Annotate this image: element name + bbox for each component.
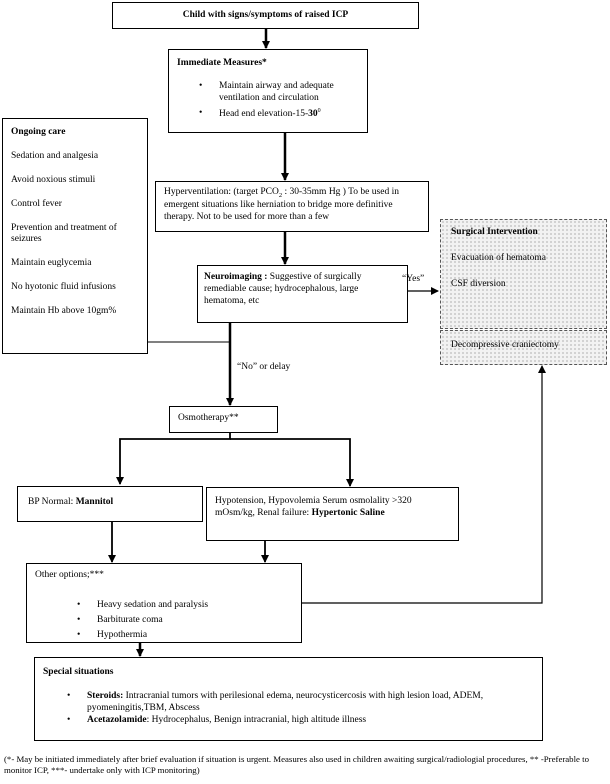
footnote: (*- May be initiated immediately after b… xyxy=(4,754,589,775)
osmotherapy-split xyxy=(116,433,231,485)
ongoing-item: Maintain Hb above 10gm% xyxy=(11,306,117,316)
arrow-other-to-decompressive xyxy=(302,365,546,604)
immediate-heading: Immediate Measures* xyxy=(177,58,267,68)
other-option-item: Hypothermia xyxy=(75,630,295,642)
yes-label: “Yes” xyxy=(402,274,425,284)
special-item-acetazolamide: Acetazolamide: Hydrocephalus, Benign int… xyxy=(65,715,534,727)
ongoing-item: No hyotonic fluid infusions xyxy=(11,282,116,293)
surgical-intervention-box: Surgical Intervention Evacuation of hema… xyxy=(440,219,607,329)
ongoing-item: Maintain euglycemia xyxy=(11,258,92,269)
ongoing-item: Sedation and analgesia xyxy=(11,150,99,161)
osmotherapy-box: Osmotherapy** xyxy=(169,406,278,433)
immediate-item-airway: Maintain airway and adequate ventilation… xyxy=(197,81,361,105)
neuroimaging-box: Neuroimaging : Suggestive of surgically … xyxy=(197,265,408,323)
other-option-item: Heavy sedation and paralysis xyxy=(75,600,295,612)
surgical-heading: Surgical Intervention xyxy=(451,227,538,237)
surgical-item: Evacuation of hematoma xyxy=(451,252,546,263)
hypotension-box: Hypotension, Hypovolemia Serum osmolalit… xyxy=(206,487,459,541)
other-options-box: Other options;*** Heavy sedation and par… xyxy=(26,563,302,643)
ongoing-item: Control fever xyxy=(11,198,62,209)
title-box: Child with signs/symptoms of raised ICP xyxy=(112,2,419,29)
special-situations-box: Special situations Steroids: Intracrania… xyxy=(34,657,543,741)
special-heading: Special situations xyxy=(43,667,114,677)
ongoing-item: Prevention and treatment of seizures xyxy=(11,222,117,245)
bp-normal-box: BP Normal: Mannitol xyxy=(17,486,203,522)
immediate-item-head-elevation: Head end elevation-15-300 xyxy=(197,108,361,121)
surgical-item: CSF diversion xyxy=(451,278,506,289)
decompressive-craniectomy-box: Decompressive craniectomy xyxy=(440,330,607,365)
decompressive-label: Decompressive craniectomy xyxy=(451,340,559,350)
no-label: “No” or delay xyxy=(237,362,291,372)
title-text: Child with signs/symptoms of raised ICP xyxy=(182,10,349,20)
immediate-measures-box: Immediate Measures* Maintain airway and … xyxy=(168,49,368,133)
other-option-item: Barbiturate coma xyxy=(75,615,295,627)
ongoing-item: Avoid noxious stimuli xyxy=(11,174,96,185)
neuroimaging-label: Neuroimaging : xyxy=(204,272,268,282)
other-options-heading: Other options;*** xyxy=(35,570,104,580)
ongoing-heading: Ongoing care xyxy=(11,127,66,137)
hyperventilation-box: Hyperventilation: (target PCO2 : 30-35mm… xyxy=(155,181,429,232)
special-item-steroids: Steroids: Intracranial tumors with peril… xyxy=(65,691,534,715)
ongoing-care-box: Ongoing care Sedation and analgesia Avoi… xyxy=(2,118,148,354)
